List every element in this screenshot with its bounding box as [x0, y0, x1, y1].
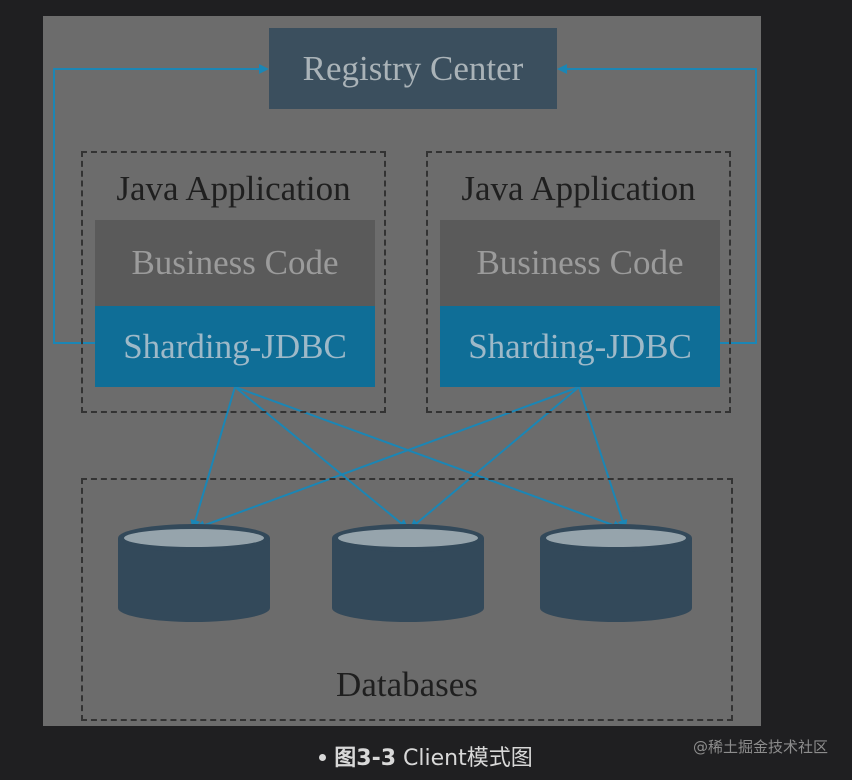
watermark: @稀土掘金技术社区 — [692, 738, 828, 756]
database-cylinder-1 — [118, 524, 270, 622]
arrow-app2-db3 — [578, 386, 628, 530]
databases-group: Databases — [81, 478, 733, 721]
sharding-jdbc-block: Sharding-JDBC — [440, 306, 720, 387]
arrow-app2-db1 — [195, 386, 580, 530]
arrow-app1-db1 — [190, 386, 236, 530]
app-title: Java Application — [116, 169, 351, 208]
figure-title: Client模式图 — [396, 746, 533, 771]
java-application-1: Java Application Business Code Sharding-… — [81, 151, 386, 413]
java-application-2: Java Application Business Code Sharding-… — [426, 151, 731, 413]
bullet-icon — [319, 753, 327, 761]
arrow-app2-db2 — [409, 386, 580, 530]
database-cylinder-3 — [540, 524, 692, 622]
registry-center: Registry Center — [269, 28, 557, 109]
business-code-block: Business Code — [95, 220, 375, 306]
figure-number: 图3-3 — [334, 746, 397, 771]
sharding-jdbc-block: Sharding-JDBC — [95, 306, 375, 387]
app-title: Java Application — [461, 169, 696, 208]
registry-link-left — [53, 64, 269, 344]
client-mode-diagram: Registry Center Java Application Busines… — [43, 16, 761, 726]
arrow-app1-db3 — [234, 386, 623, 530]
figure-caption: 图3-3 Client模式图 — [0, 740, 852, 772]
registry-link-right — [557, 64, 757, 344]
arrow-app1-db2 — [234, 386, 409, 530]
database-cylinder-2 — [332, 524, 484, 622]
databases-label: Databases — [336, 665, 478, 704]
business-code-block: Business Code — [440, 220, 720, 306]
arrows-layer — [53, 64, 757, 622]
